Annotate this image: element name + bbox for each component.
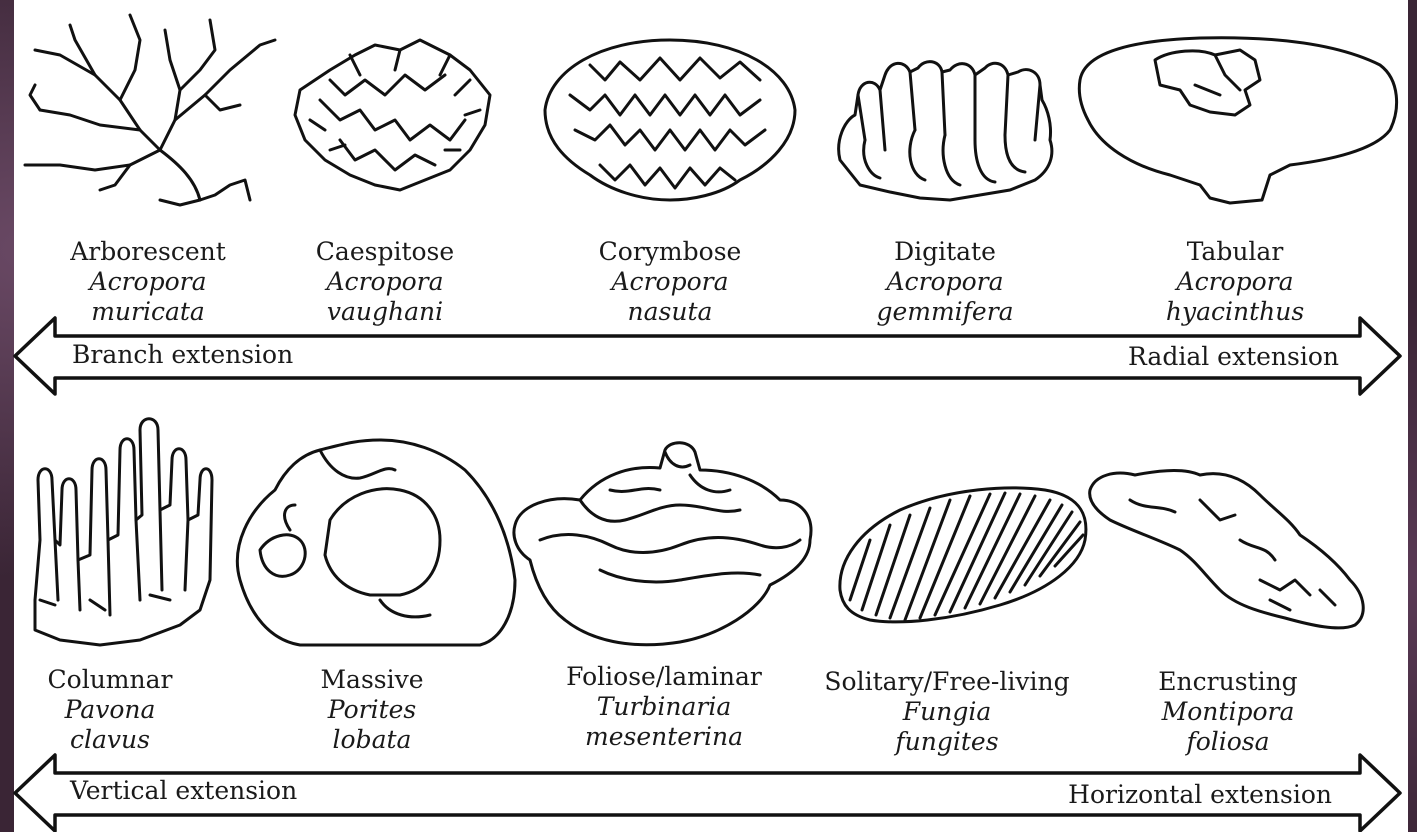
genus-name: Turbinaria (566, 692, 762, 722)
species-name: fungites (824, 727, 1069, 757)
genus-name: Acropora (876, 267, 1013, 297)
radial-extension-label: Radial extension (1128, 342, 1339, 372)
species-name: mesenterina (566, 722, 762, 752)
form-label-massive: Massive Porites lobata (320, 665, 423, 755)
genus-name: Acropora (1166, 267, 1304, 297)
species-name: gemmifera (876, 297, 1013, 327)
form-label-arborescent: Arborescent Acropora muricata (70, 237, 226, 327)
species-name: hyacinthus (1166, 297, 1304, 327)
massive-illustration (237, 440, 515, 645)
form-name: Massive (320, 665, 423, 695)
digitate-illustration (839, 62, 1052, 200)
form-label-caespitose: Caespitose Acropora vaughani (316, 237, 454, 327)
foliose-illustration (514, 443, 811, 645)
form-name: Columnar (48, 665, 173, 695)
tabular-illustration (1079, 38, 1396, 203)
branch-extension-label: Branch extension (72, 340, 293, 370)
form-label-corymbose: Corymbose Acropora nasuta (599, 237, 742, 327)
form-name: Arborescent (70, 237, 226, 267)
horizontal-extension-label: Horizontal extension (1068, 780, 1332, 810)
form-label-digitate: Digitate Acropora gemmifera (876, 237, 1013, 327)
genus-name: Fungia (824, 697, 1069, 727)
form-name: Encrusting (1158, 667, 1297, 697)
arborescent-illustration (25, 15, 275, 205)
form-name: Caespitose (316, 237, 454, 267)
form-name: Tabular (1166, 237, 1304, 267)
form-label-tabular: Tabular Acropora hyacinthus (1166, 237, 1304, 327)
genus-name: Acropora (316, 267, 454, 297)
species-name: lobata (320, 725, 423, 755)
caespitose-illustration (295, 40, 490, 190)
form-name: Foliose/laminar (566, 662, 762, 692)
form-name: Solitary/Free-living (824, 667, 1069, 697)
genus-name: Pavona (48, 695, 173, 725)
species-name: clavus (48, 725, 173, 755)
species-name: nasuta (599, 297, 742, 327)
genus-name: Acropora (599, 267, 742, 297)
form-label-foliose: Foliose/laminar Turbinaria mesenterina (566, 662, 762, 752)
species-name: vaughani (316, 297, 454, 327)
solitary-illustration (840, 488, 1086, 622)
encrusting-illustration (1090, 470, 1364, 627)
form-label-solitary: Solitary/Free-living Fungia fungites (824, 667, 1069, 757)
form-name: Digitate (876, 237, 1013, 267)
genus-name: Porites (320, 695, 423, 725)
corymbose-illustration (545, 40, 795, 200)
species-name: muricata (70, 297, 226, 327)
form-label-encrusting: Encrusting Montipora foliosa (1158, 667, 1297, 757)
columnar-illustration (35, 419, 212, 645)
species-name: foliosa (1158, 727, 1297, 757)
genus-name: Acropora (70, 267, 226, 297)
form-label-columnar: Columnar Pavona clavus (48, 665, 173, 755)
genus-name: Montipora (1158, 697, 1297, 727)
vertical-extension-label: Vertical extension (70, 776, 297, 806)
form-name: Corymbose (599, 237, 742, 267)
